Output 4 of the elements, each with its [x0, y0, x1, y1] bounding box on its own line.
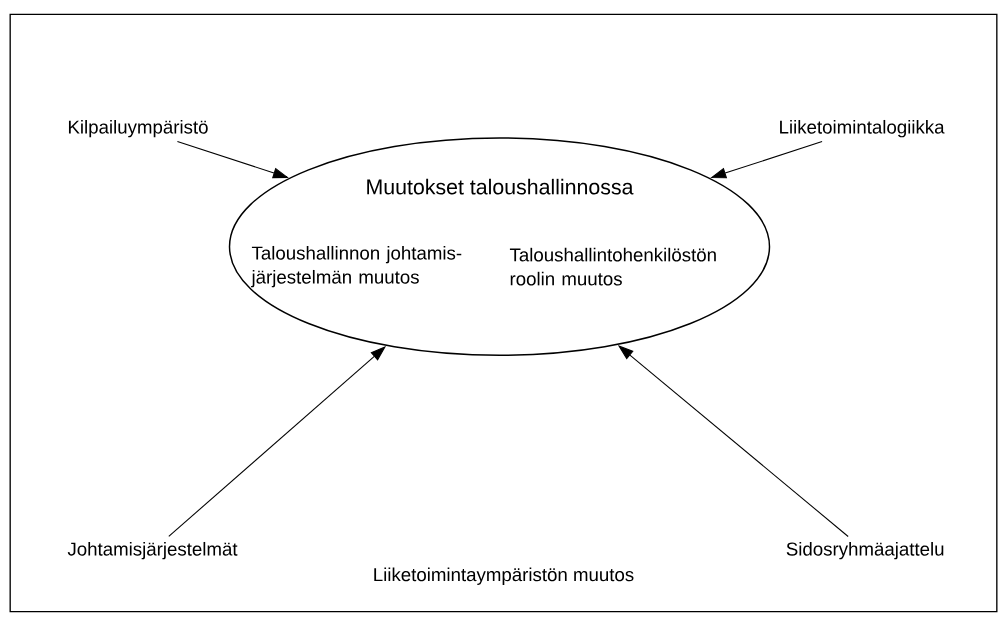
corner-label: Kilpailuympäristö [68, 119, 208, 138]
corner-label: Liiketoimintalogiikka [780, 119, 945, 138]
corner-label: Johtamisjärjestelmät [67, 541, 238, 560]
corner-label: Sidosryhmäajattelu [786, 541, 944, 560]
